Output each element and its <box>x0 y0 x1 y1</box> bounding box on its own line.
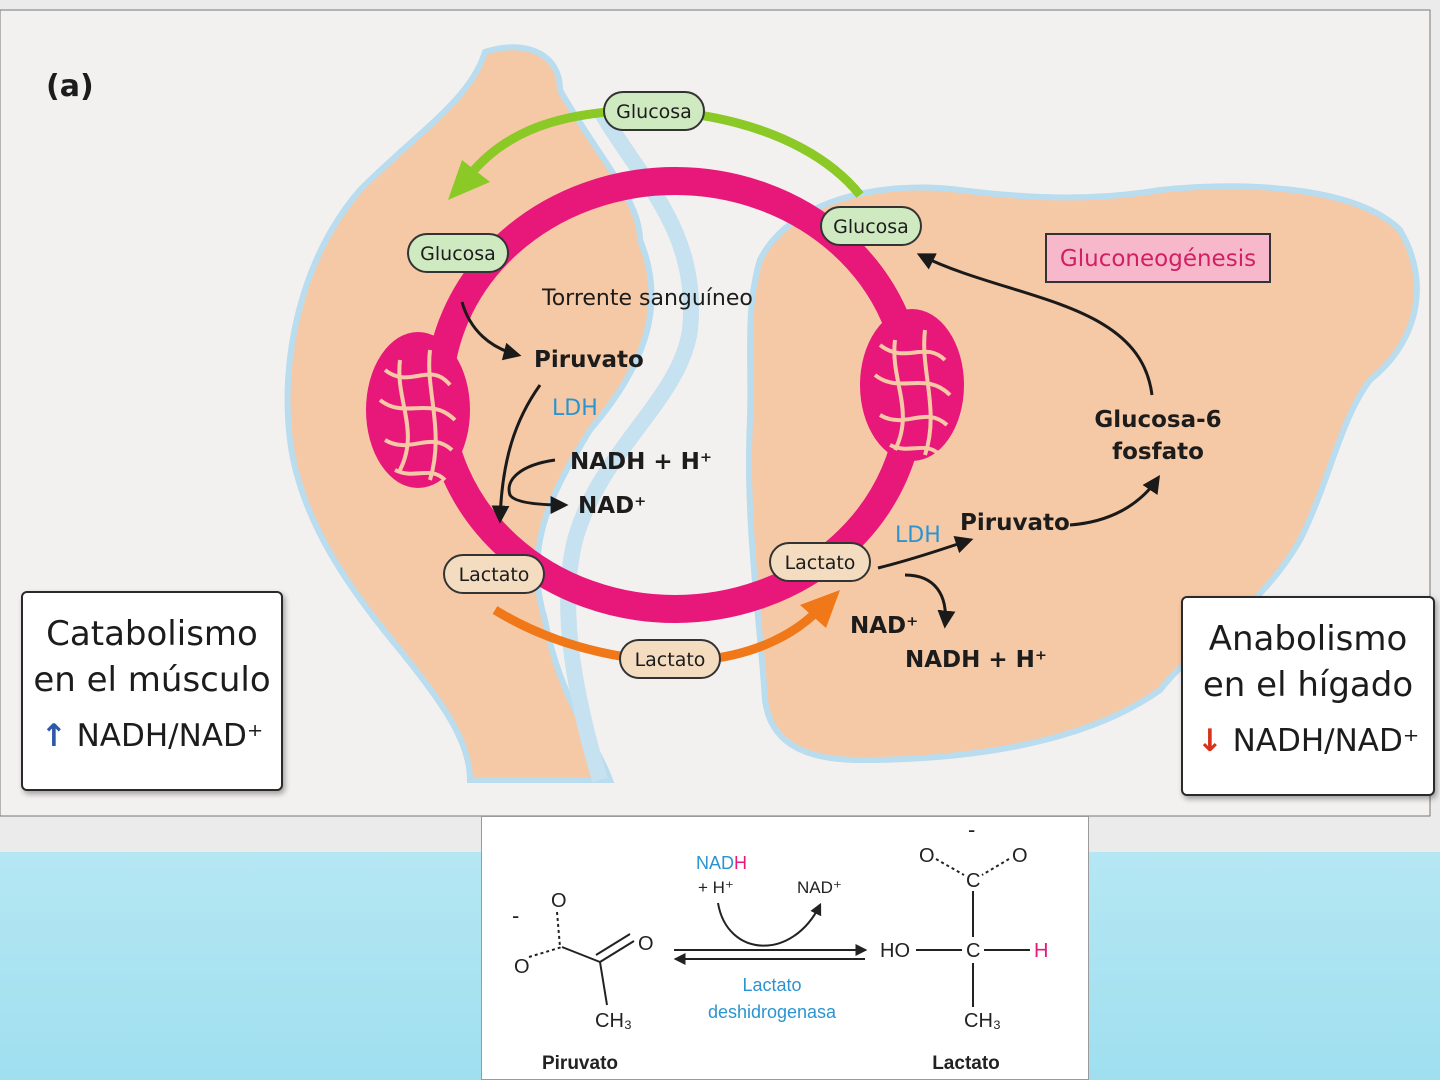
glycolysis-arrow <box>460 301 522 361</box>
enzyme-name-line1: Lactato <box>742 975 801 995</box>
lactate-o-right: O <box>1012 845 1028 867</box>
lactate-structure: - O O C HO C H CH₃ <box>880 817 1048 1032</box>
muscle-capillary-bed <box>366 332 470 488</box>
lactate-name: Lactato <box>932 1053 1000 1074</box>
lactato-right-pill: Lactato <box>769 542 871 582</box>
pyruvate-o-left: O <box>514 956 530 978</box>
cori-cycle-figure: (a) Glucosa Glucosa Glucosa Lactato Lact… <box>0 0 1440 852</box>
lactate-carboxyl-c: C <box>966 870 980 892</box>
muscle-ldh-label: LDH <box>552 396 598 421</box>
pyruvate-charge: - <box>512 903 519 928</box>
anabolism-ratio: ↓ NADH/NAD⁺ <box>1183 720 1433 762</box>
pyruvate-ch3: CH₃ <box>595 1010 632 1032</box>
ldh-reaction-diagram: - O O O CH₃ Piruvato NADH + H⁺ NAD⁺ Lact… <box>512 817 1048 1074</box>
enzyme-name-line2: deshidrogenasa <box>708 1002 837 1022</box>
lactate-h: H <box>1034 940 1048 962</box>
lactato-bottom-label: Lactato <box>635 649 706 671</box>
anabolism-ratio-text: NADH/NAD⁺ <box>1232 723 1420 759</box>
liver-capillary-bed <box>860 309 964 461</box>
gluconeogenesis-label: Gluconeogénesis <box>1060 246 1256 272</box>
lactate-arrowhead <box>800 590 840 628</box>
fosfato-label: fosfato <box>1112 439 1204 465</box>
lactato-right-label: Lactato <box>785 552 856 574</box>
glucosa-right-pill: Glucosa <box>820 206 922 246</box>
nadh-consumption-arrow <box>507 458 569 514</box>
lactate-o-left: O <box>919 845 935 867</box>
down-arrow-icon: ↓ <box>1196 723 1223 759</box>
lactate-alpha-c: C <box>966 940 980 962</box>
glucosa-left-label: Glucosa <box>420 243 496 265</box>
pyruvate-o-right: O <box>638 933 654 955</box>
anabolism-title: Anabolismo <box>1208 619 1408 659</box>
catabolism-box: Catabolismo en el músculo ↑ NADH/NAD⁺ <box>21 591 283 791</box>
catabolism-subtitle: en el músculo <box>33 660 271 700</box>
liver-ldh-label: LDH <box>895 523 941 548</box>
ldh-reaction-panel: - O O O CH₃ Piruvato NADH + H⁺ NAD⁺ Lact… <box>481 816 1089 1080</box>
glucosa-top-pill: Glucosa <box>603 91 705 131</box>
nadh-label: NADH <box>696 853 747 873</box>
lactato-left-label: Lactato <box>459 564 530 586</box>
lactate-ch3: CH₃ <box>964 1010 1001 1032</box>
catabolism-title: Catabolismo <box>46 614 258 654</box>
glucosa-left-pill: Glucosa <box>407 233 509 273</box>
pyruvate-structure: - O O O CH₃ <box>512 890 654 1032</box>
lactate-ho: HO <box>880 940 910 962</box>
plus-h-label: + H⁺ <box>698 878 734 897</box>
liver-nad-label: NAD⁺ <box>850 613 918 639</box>
nadh-h-part: H <box>734 853 747 873</box>
nad-plus-label: NAD⁺ <box>797 878 842 897</box>
pyruvate-to-lactate-arrow <box>491 384 542 524</box>
anabolism-subtitle: en el hígado <box>1202 665 1414 705</box>
anabolism-box: Anabolismo en el hígado ↓ NADH/NAD⁺ <box>1181 596 1435 796</box>
panel-label: (a) <box>46 69 94 104</box>
nad-to-nadh-arrow <box>904 573 956 629</box>
glucose-arrowhead <box>448 160 490 200</box>
lactato-left-pill: Lactato <box>443 554 545 594</box>
pyruvate-name: Piruvato <box>542 1053 618 1074</box>
nadh-nad-part: NAD <box>696 853 734 873</box>
gluconeogenesis-badge: Gluconeogénesis <box>1045 233 1271 283</box>
glucosa-right-label: Glucosa <box>833 216 909 238</box>
lactato-bottom-pill: Lactato <box>619 639 721 679</box>
cofactor-arrow <box>717 902 822 947</box>
g6p-to-glucose-arrow <box>916 253 1154 396</box>
muscle-nadh-label: NADH + H⁺ <box>570 449 712 475</box>
up-arrow-icon: ↑ <box>40 718 67 754</box>
glucosa-top-label: Glucosa <box>616 101 692 123</box>
muscle-piruvato-label: Piruvato <box>534 347 644 373</box>
lactate-to-pyruvate-arrow <box>877 536 974 570</box>
muscle-nad-label: NAD⁺ <box>578 493 646 519</box>
lactate-charge: - <box>968 817 975 842</box>
cori-cycle-diagram: (a) Glucosa Glucosa Glucosa Lactato Lact… <box>0 9 1431 817</box>
glucose-6-label: Glucosa-6 <box>1094 407 1221 433</box>
bloodstream-label: Torrente sanguíneo <box>541 286 753 311</box>
catabolism-ratio: ↑ NADH/NAD⁺ <box>23 715 281 757</box>
pyruvate-to-g6p-arrow <box>1069 475 1160 527</box>
catabolism-ratio-text: NADH/NAD⁺ <box>76 718 264 754</box>
liver-piruvato-label: Piruvato <box>960 510 1070 536</box>
liver-nadh-label: NADH + H⁺ <box>905 647 1047 673</box>
pyruvate-o-top: O <box>551 890 567 912</box>
